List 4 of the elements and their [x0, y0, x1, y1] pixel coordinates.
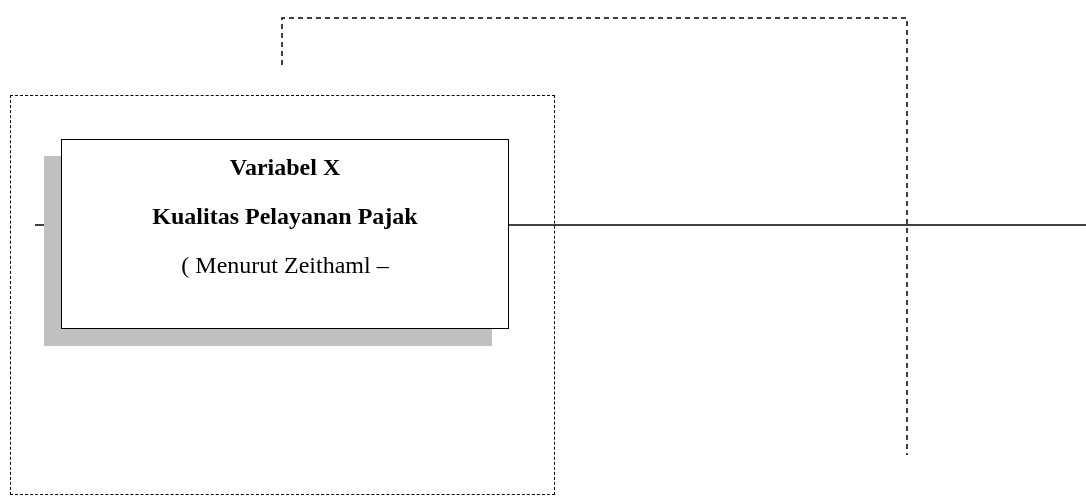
- source-note: ( Menurut Zeithaml –: [180, 252, 390, 279]
- dashed-frame: [10, 95, 555, 495]
- variable-label: Variabel X: [228, 154, 342, 181]
- variable-name: Kualitas Pelayanan Pajak: [151, 203, 419, 230]
